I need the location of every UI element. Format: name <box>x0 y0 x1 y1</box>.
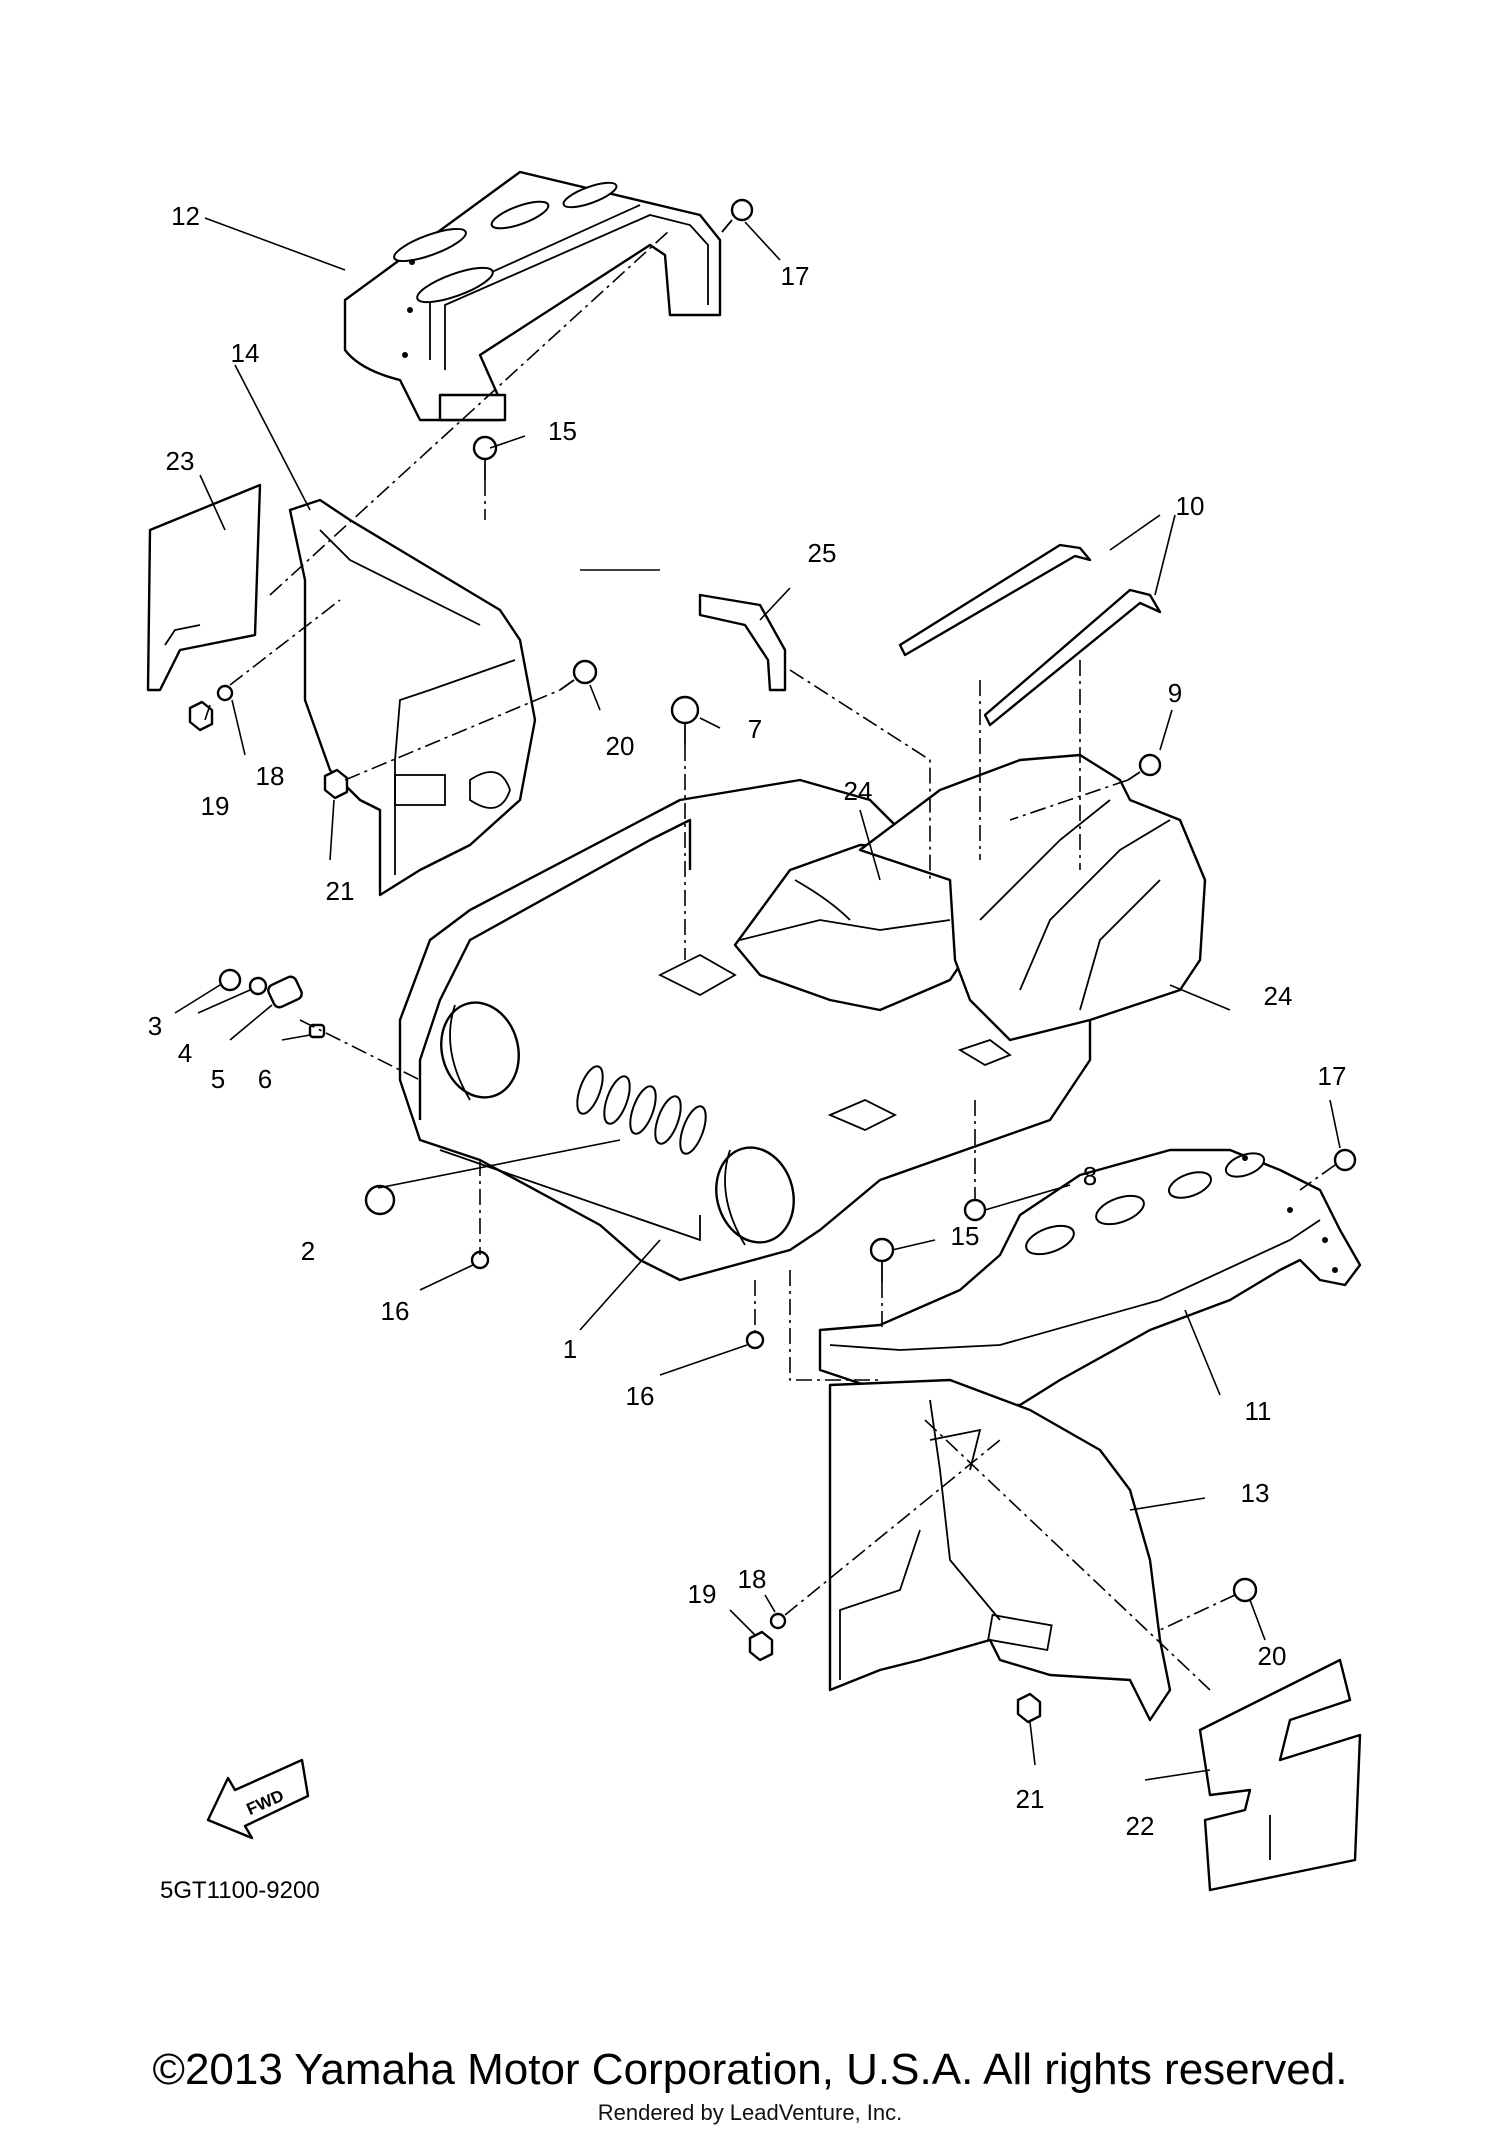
callout-16-left: 16 <box>381 1296 410 1326</box>
callout-16-mid: 16 <box>626 1381 655 1411</box>
callout-11: 11 <box>1245 1396 1272 1426</box>
rendered-by-credit: Rendered by LeadVenture, Inc. <box>597 2100 903 2125</box>
callout-5: 5 <box>211 1064 225 1094</box>
part-13-mudguard <box>828 1378 1172 1722</box>
callout-15-top: 15 <box>548 416 577 446</box>
copyright-notice: ©2013 Yamaha Motor Corporation, U.S.A. A… <box>152 2045 1348 2094</box>
callout-13: 13 <box>1241 1478 1270 1508</box>
alignment-lines <box>229 229 1336 1691</box>
callout-19-left: 19 <box>201 791 230 821</box>
callout-19-right: 19 <box>688 1579 717 1609</box>
leader-lines <box>174 217 1341 1781</box>
callout-12: 12 <box>171 201 200 231</box>
callout-17-right: 17 <box>1318 1061 1347 1091</box>
callout-6: 6 <box>258 1064 272 1094</box>
callout-18-right: 18 <box>738 1564 767 1594</box>
part-25-strip <box>698 593 787 692</box>
part-10-trim-strips <box>898 543 1162 727</box>
diagram-code: 5GT1100-9200 <box>160 1877 320 1904</box>
callout-22: 22 <box>1126 1811 1155 1841</box>
callout-23: 23 <box>166 446 195 476</box>
callout-8: 8 <box>1083 1161 1097 1191</box>
callout-labels: 12 17 14 15 23 10 25 7 9 20 18 19 24 21 … <box>148 201 1347 1841</box>
callout-20-left: 20 <box>606 731 635 761</box>
callout-10: 10 <box>1176 491 1205 521</box>
hardware-fasteners <box>188 198 1357 1724</box>
callout-4: 4 <box>178 1038 192 1068</box>
part-23-decal <box>146 483 262 692</box>
callout-24-center: 24 <box>844 776 873 806</box>
part-12-cover <box>343 170 722 422</box>
callout-1: 1 <box>563 1334 577 1364</box>
callout-21-right: 21 <box>1016 1784 1045 1814</box>
callout-2: 2 <box>301 1236 315 1266</box>
part-22-decal <box>1198 1658 1362 1892</box>
callout-20-right: 20 <box>1258 1641 1287 1671</box>
part-24-rear-cover <box>858 753 1207 1042</box>
callout-3: 3 <box>148 1011 162 1041</box>
part-14-mudguard <box>288 498 537 897</box>
callout-14: 14 <box>231 338 260 368</box>
callout-7: 7 <box>748 714 762 744</box>
callout-25: 25 <box>808 538 837 568</box>
fwd-arrow-icon: FWD <box>206 1758 310 1840</box>
callout-18-left: 18 <box>256 761 285 791</box>
callout-24-right: 24 <box>1264 981 1293 1011</box>
callout-9: 9 <box>1168 678 1182 708</box>
callout-17-top: 17 <box>781 261 810 291</box>
callout-15-mid: 15 <box>951 1221 980 1251</box>
callout-21-left: 21 <box>326 876 355 906</box>
